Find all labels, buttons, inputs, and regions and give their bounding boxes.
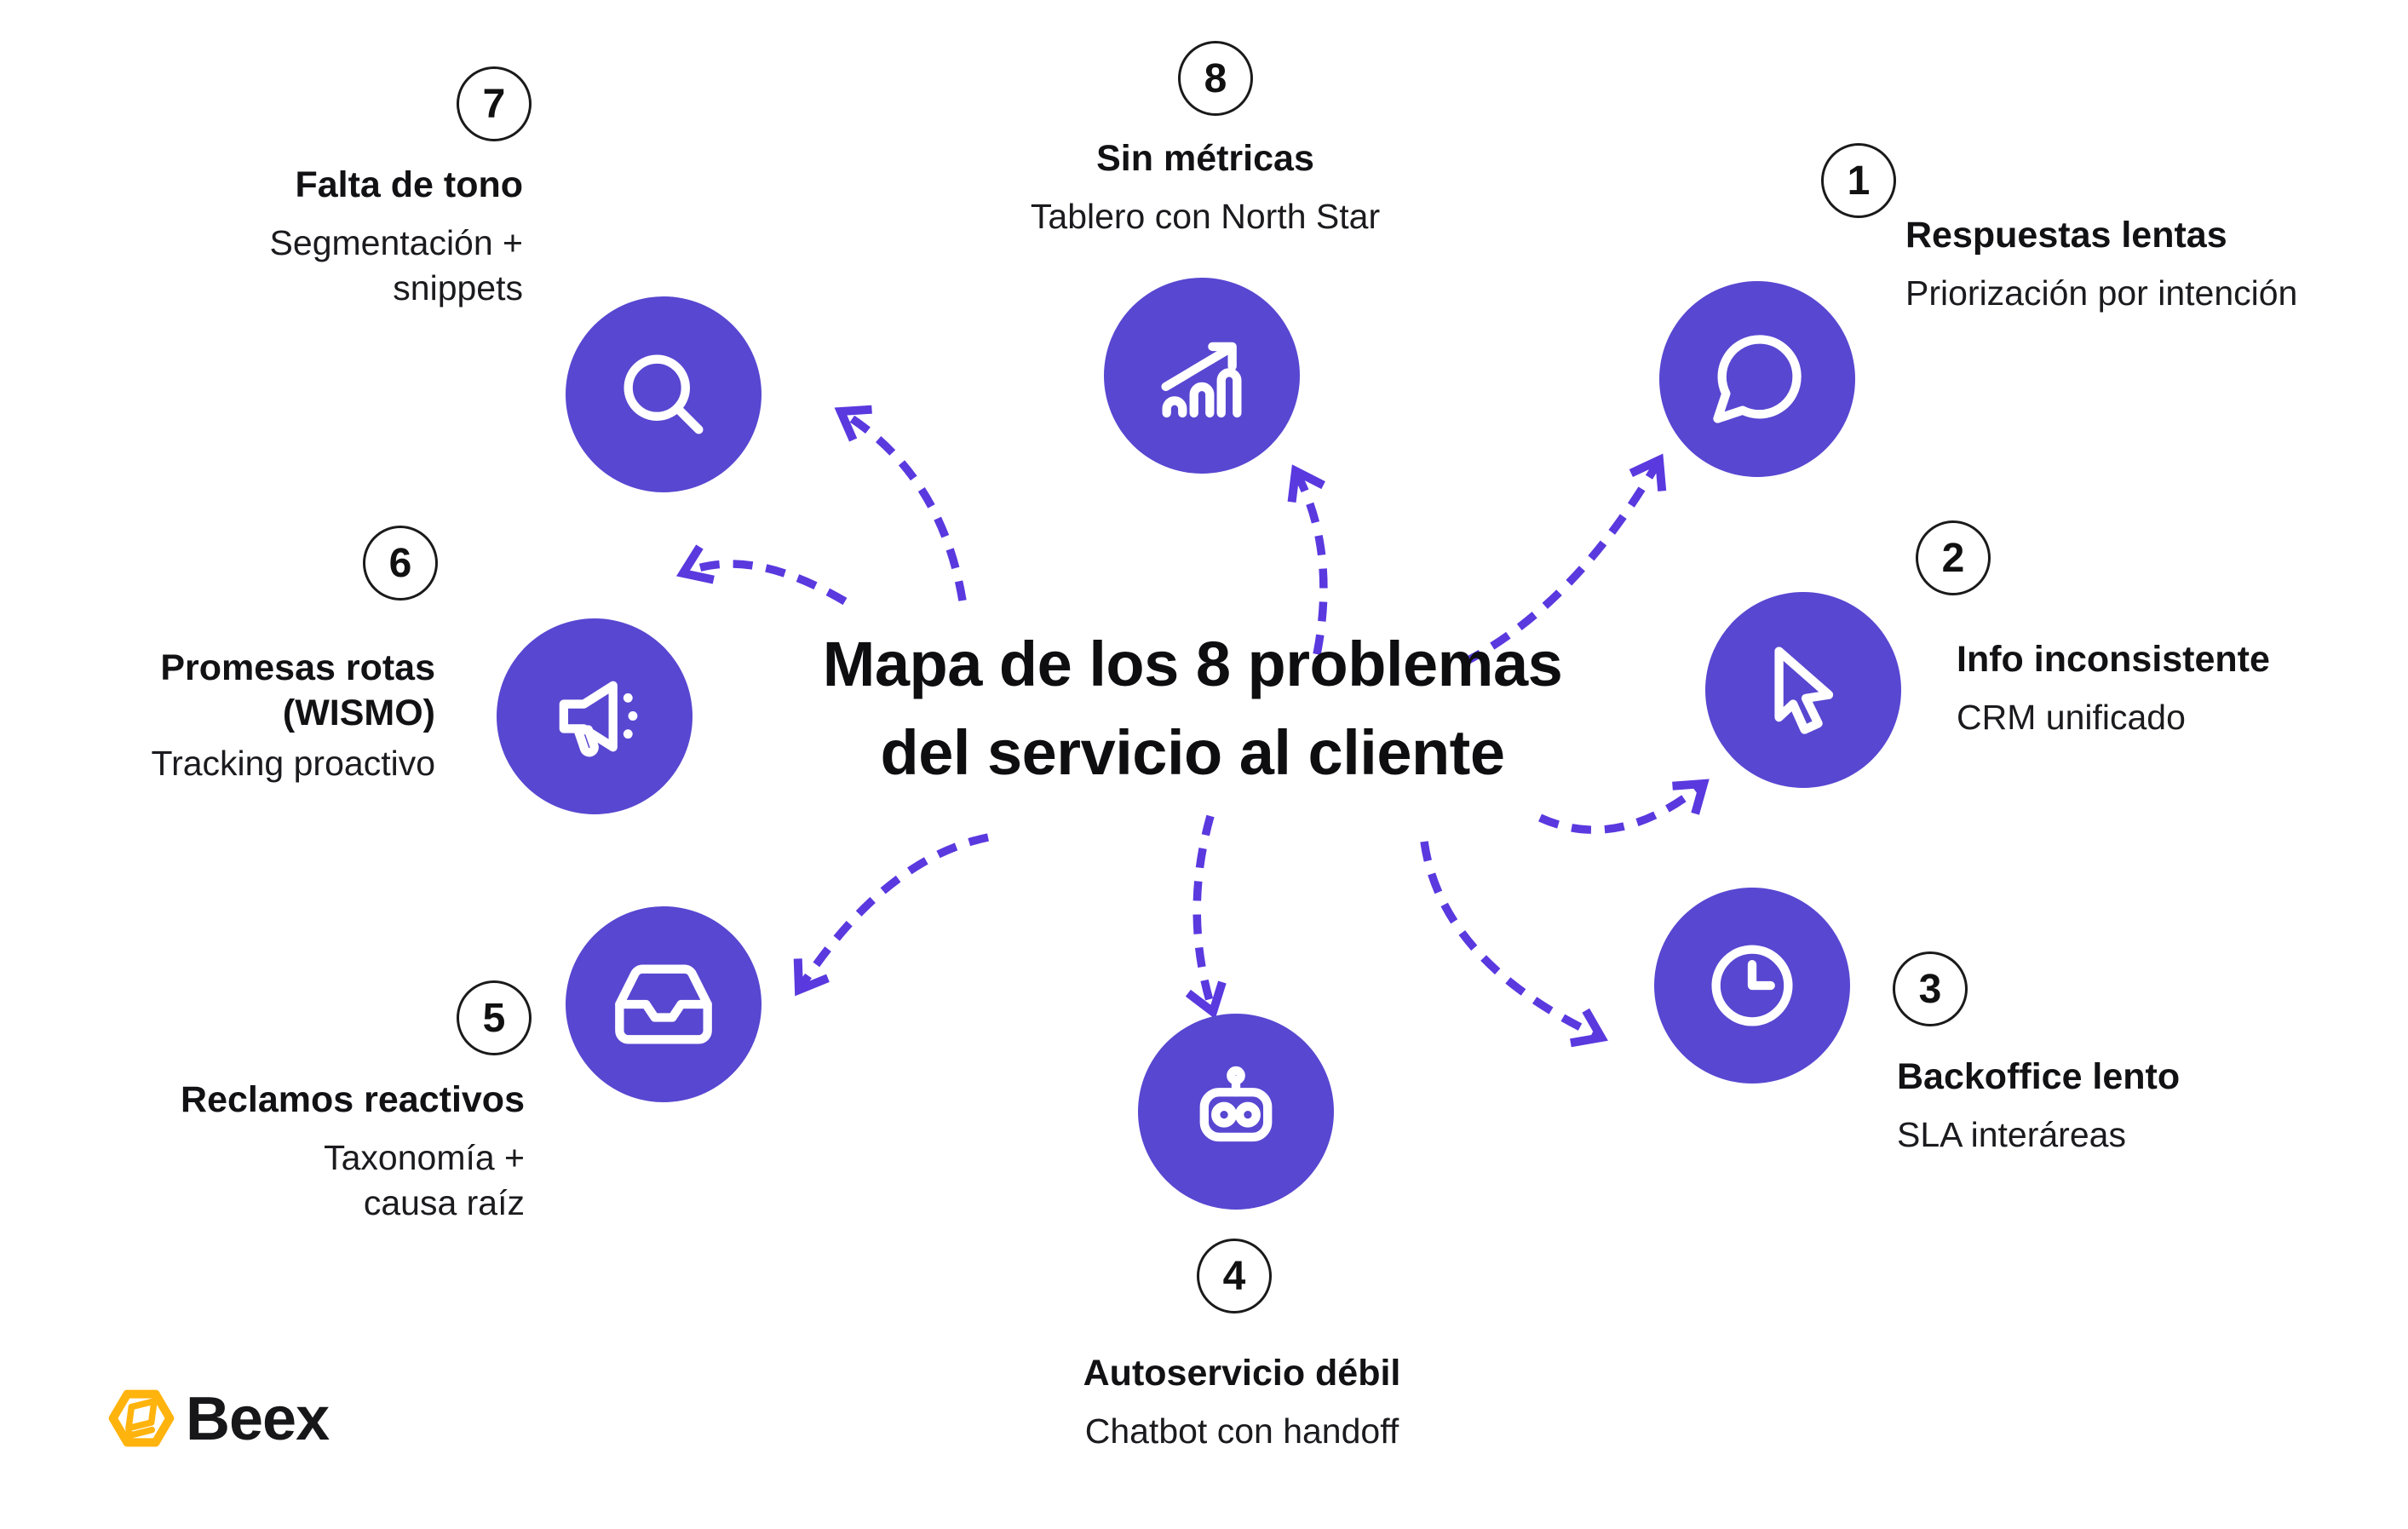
step-number: 6 [388, 540, 412, 586]
brand-name: Beex [186, 1385, 330, 1453]
node-circle-4 [1138, 1014, 1334, 1210]
step-number: 1 [1847, 158, 1871, 204]
node-circle-6 [497, 618, 693, 814]
node-title: Falta de tono [165, 163, 523, 208]
node-label-4: Autoservicio débil Chatbot con handoff [944, 1351, 1540, 1454]
step-badge-3: 3 [1893, 951, 1968, 1026]
node-subtitle-line: Tablero con North Star [1030, 197, 1381, 236]
step-badge-5: 5 [457, 980, 532, 1055]
chat-bubble-icon [1713, 335, 1802, 423]
node-subtitle: Taxonomía + causa raíz [167, 1135, 525, 1226]
node-circle-5 [566, 906, 761, 1102]
node-subtitle: Segmentación + snippets [165, 221, 523, 311]
node-title: Promesas rotas (WISMO) [69, 646, 435, 736]
step-badge-8: 8 [1178, 41, 1253, 116]
node-circle-2 [1705, 592, 1901, 788]
step-number: 2 [1941, 535, 1965, 581]
node-circle-3 [1654, 888, 1850, 1084]
node-title-line: Autoservicio débil [1083, 1353, 1401, 1394]
search-icon [624, 354, 704, 434]
node-title-line: Sin métricas [1096, 138, 1314, 179]
node-subtitle-line: CRM unificado [1957, 698, 2186, 737]
node-title-line: Falta de tono [295, 164, 523, 205]
node-title-line: Backoffice lento [1897, 1056, 2181, 1097]
node-subtitle-line: Priorización por intención [1905, 273, 2298, 313]
cursor-icon [1774, 647, 1834, 734]
step-badge-4: 4 [1197, 1239, 1272, 1313]
node-subtitle-line: Segmentación + [269, 223, 523, 262]
node-circle-8 [1104, 278, 1300, 474]
step-number: 5 [482, 995, 506, 1041]
node-label-3: Backoffice lento SLA interáreas [1897, 1055, 2374, 1158]
page-title: Mapa de los 8 problemas del servicio al … [596, 620, 1789, 797]
node-label-7: Falta de tono Segmentación + snippets [165, 163, 523, 311]
step-badge-1: 1 [1821, 143, 1896, 218]
step-number: 4 [1222, 1253, 1246, 1299]
node-circle-1 [1659, 281, 1855, 477]
node-title-line: Info inconsistente [1957, 639, 2270, 680]
arrow-to-node-3 [1420, 841, 1608, 1048]
node-title-line: Promesas rotas [160, 647, 435, 688]
node-title: Autoservicio débil [944, 1351, 1540, 1396]
node-subtitle-line: causa raíz [363, 1183, 525, 1222]
node-subtitle: Priorización por intención [1905, 271, 2382, 316]
arrow-to-node-5 [793, 833, 989, 997]
arrow-to-node-6 [675, 544, 848, 606]
arrow-to-node-4 [1185, 814, 1227, 1020]
node-title-line: (WISMO) [282, 693, 435, 733]
node-title: Sin métricas [924, 136, 1486, 181]
node-title: Backoffice lento [1897, 1055, 2374, 1100]
node-label-2: Info inconsistente CRM unificado [1957, 637, 2391, 740]
step-number: 3 [1918, 966, 1942, 1012]
node-subtitle: Chatbot con handoff [944, 1409, 1540, 1454]
node-subtitle-line: SLA interáreas [1897, 1115, 2126, 1154]
node-subtitle: Tracking proactivo [69, 741, 435, 786]
step-badge-7: 7 [457, 66, 532, 141]
node-label-8: Sin métricas Tablero con North Star [924, 136, 1486, 239]
node-title-line: Respuestas lentas [1905, 215, 2227, 256]
node-label-1: Respuestas lentas Priorización por inten… [1905, 213, 2382, 316]
node-subtitle: Tablero con North Star [924, 194, 1486, 239]
page-title-line1: Mapa de los 8 problemas [822, 629, 1563, 699]
brand-logo: Beex [107, 1382, 330, 1454]
step-badge-2: 2 [1916, 520, 1991, 595]
node-label-6: Promesas rotas (WISMO) Tracking proactiv… [69, 646, 435, 786]
clock-icon [1711, 945, 1793, 1026]
node-subtitle-line: Chatbot con handoff [1084, 1411, 1399, 1451]
robot-icon [1199, 1066, 1273, 1142]
chart-icon [1161, 342, 1242, 418]
node-subtitle: SLA interáreas [1897, 1112, 2374, 1158]
node-subtitle-line: Tracking proactivo [151, 744, 435, 783]
arrow-to-node-7 [834, 405, 967, 601]
node-subtitle-line: Taxonomía + [324, 1138, 525, 1177]
page-title-line2: del servicio al cliente [880, 717, 1505, 788]
node-subtitle: CRM unificado [1957, 695, 2391, 740]
node-title: Respuestas lentas [1905, 213, 2382, 258]
node-title: Reclamos reactivos [167, 1078, 525, 1123]
node-subtitle-line: snippets [393, 268, 523, 308]
node-title: Info inconsistente [1957, 637, 2391, 682]
node-label-5: Reclamos reactivos Taxonomía + causa raí… [167, 1078, 525, 1226]
step-number: 8 [1204, 55, 1227, 101]
beex-hexagon-logo-icon [108, 1389, 175, 1447]
step-badge-6: 6 [363, 526, 438, 601]
step-number: 7 [482, 81, 506, 127]
node-title-line: Reclamos reactivos [181, 1079, 525, 1120]
inbox-icon [615, 964, 712, 1044]
node-circle-7 [566, 296, 761, 492]
megaphone-icon [559, 681, 638, 757]
